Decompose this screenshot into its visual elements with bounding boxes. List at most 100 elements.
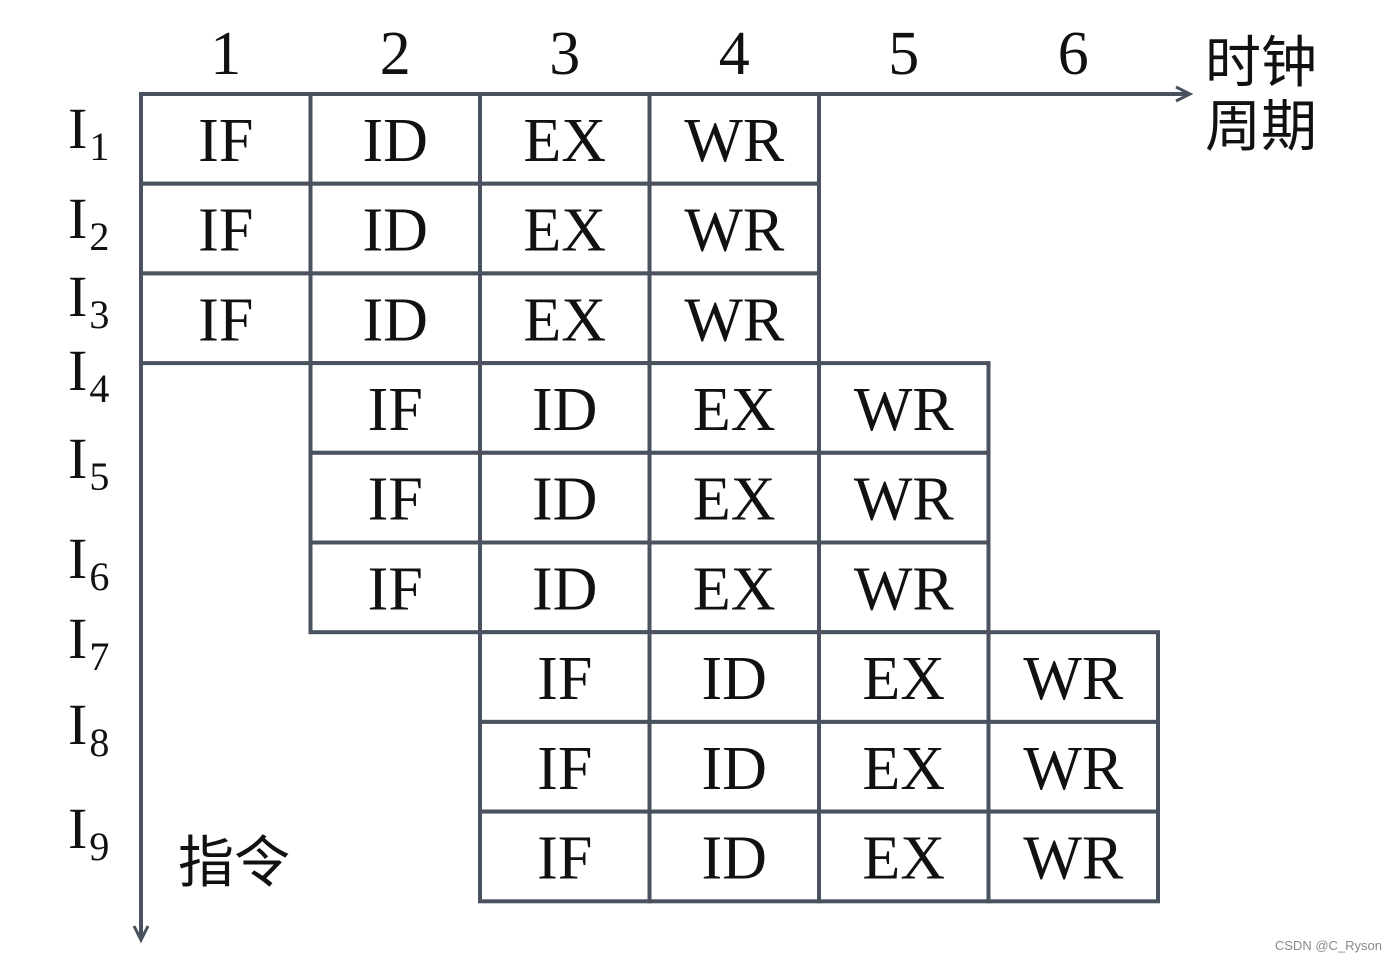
- stage-cell-i7-id: ID: [647, 630, 821, 724]
- stage-cell-box: [647, 271, 821, 366]
- stage-cell-i4-ex: EX: [647, 361, 821, 455]
- cycle-label-3: 3: [549, 20, 580, 88]
- stage-cell-label: IF: [537, 824, 592, 892]
- stage-cell-i2-ex: EX: [478, 181, 652, 276]
- stage-cell-i3-wr: WR: [647, 271, 821, 366]
- stage-cell-label: ID: [702, 824, 767, 892]
- stage-cell-i5-if: IF: [308, 450, 482, 545]
- stage-cell-box: [478, 361, 652, 455]
- watermark: CSDN @C_Ryson: [1275, 938, 1382, 953]
- stage-cell-label: WR: [684, 107, 785, 175]
- stage-cell-i1-wr: WR: [647, 92, 821, 186]
- stage-cell-box: [817, 719, 991, 814]
- stage-cell-label: IF: [537, 645, 592, 713]
- stage-cell-box: [647, 181, 821, 276]
- stage-cell-label: WR: [1023, 645, 1124, 713]
- stage-cell-i7-if: IF: [478, 630, 652, 724]
- stage-cell-label: IF: [198, 286, 253, 354]
- stage-cell-box: [308, 271, 482, 366]
- stage-cell-label: IF: [537, 735, 592, 803]
- stage-cell-i6-if: IF: [308, 540, 482, 635]
- stage-cell-label: WR: [1023, 735, 1124, 803]
- stage-cell-i7-wr: WR: [986, 630, 1160, 724]
- instruction-label-i2: I2: [68, 186, 109, 259]
- time-axis-arrowhead: [1175, 85, 1194, 103]
- stage-cell-label: EX: [523, 286, 606, 354]
- stage-cell-i5-id: ID: [478, 450, 652, 545]
- stage-cell-i2-if: IF: [139, 181, 313, 276]
- stage-cell-label: EX: [693, 466, 776, 534]
- cycle-label-4: 4: [719, 20, 750, 88]
- stage-cell-label: EX: [862, 645, 945, 713]
- stage-cell-i9-id: ID: [647, 809, 821, 904]
- stage-cell-label: ID: [363, 107, 428, 175]
- stage-cell-label: ID: [702, 645, 767, 713]
- stage-cell-label: ID: [702, 735, 767, 803]
- stage-cell-i3-id: ID: [308, 271, 482, 366]
- instruction-label-i9: I9: [68, 796, 109, 869]
- stage-cell-box: [817, 450, 991, 545]
- stage-cell-i3-ex: EX: [478, 271, 652, 366]
- stage-cell-label: IF: [368, 466, 423, 534]
- stage-cell-label: WR: [854, 466, 955, 534]
- stage-cell-label: ID: [532, 555, 597, 623]
- stage-cell-i8-ex: EX: [817, 719, 991, 814]
- stage-cell-label: IF: [198, 107, 253, 175]
- stage-cell-i1-ex: EX: [478, 92, 652, 186]
- stage-cell-i2-id: ID: [308, 181, 482, 276]
- stage-cell-label: EX: [693, 376, 776, 444]
- stage-cell-label: EX: [862, 735, 945, 803]
- stage-cell-label: ID: [532, 376, 597, 444]
- stage-cell-box: [817, 809, 991, 904]
- stage-cell-i4-wr: WR: [817, 361, 991, 455]
- stage-cell-i9-wr: WR: [986, 809, 1160, 904]
- stage-cell-box: [308, 181, 482, 276]
- stage-cell-i6-ex: EX: [647, 540, 821, 635]
- stage-cell-label: WR: [684, 286, 785, 354]
- cycle-label-6: 6: [1058, 20, 1089, 88]
- stage-cell-label: EX: [523, 107, 606, 175]
- stage-cell-box: [478, 719, 652, 814]
- stage-cell-i8-if: IF: [478, 719, 652, 814]
- instruction-label-i1: I1: [68, 96, 109, 169]
- instruction-label-i8: I8: [68, 692, 109, 765]
- stage-cell-i4-if: IF: [308, 361, 482, 455]
- stage-cell-i9-ex: EX: [817, 809, 991, 904]
- stage-cell-label: IF: [198, 197, 253, 265]
- stage-cell-label: ID: [532, 466, 597, 534]
- stage-cell-label: ID: [363, 286, 428, 354]
- stage-cell-label: WR: [1023, 824, 1124, 892]
- stage-cell-label: EX: [862, 824, 945, 892]
- stage-cell-label: WR: [684, 197, 785, 265]
- instruction-label-i6: I6: [68, 526, 109, 599]
- cycle-labels: 1 2 3 4 5 6: [210, 20, 1089, 88]
- time-axis-label-line1: 时钟: [1205, 31, 1317, 96]
- instruction-label-i3: I3: [68, 264, 109, 337]
- stage-cell-box: [647, 92, 821, 186]
- stage-cell-label: EX: [693, 555, 776, 623]
- instruction-label-i7: I7: [68, 606, 109, 679]
- stage-cell-label: WR: [854, 376, 955, 444]
- stage-cell-box: [817, 361, 991, 455]
- axes: [132, 85, 1194, 944]
- stage-cell-i8-wr: WR: [986, 719, 1160, 814]
- stage-cell-i6-wr: WR: [817, 540, 991, 635]
- cycle-label-5: 5: [888, 20, 919, 88]
- stage-cell-label: IF: [368, 555, 423, 623]
- stage-cell-label: IF: [368, 376, 423, 444]
- stage-cell-label: EX: [523, 197, 606, 265]
- stage-cell-i2-wr: WR: [647, 181, 821, 276]
- stage-cell-box: [817, 540, 991, 635]
- stage-cell-i8-id: ID: [647, 719, 821, 814]
- stage-cell-i6-id: ID: [478, 540, 652, 635]
- cycle-label-2: 2: [380, 20, 411, 88]
- cycle-label-1: 1: [210, 20, 241, 88]
- instruction-axis-label: 指令: [178, 831, 290, 896]
- stage-cell-label: WR: [854, 555, 955, 623]
- stage-cell-i3-if: IF: [139, 271, 313, 366]
- time-axis-label-line2: 周期: [1205, 95, 1317, 160]
- stage-cell-i7-ex: EX: [817, 630, 991, 724]
- stage-cell-box: [986, 809, 1160, 904]
